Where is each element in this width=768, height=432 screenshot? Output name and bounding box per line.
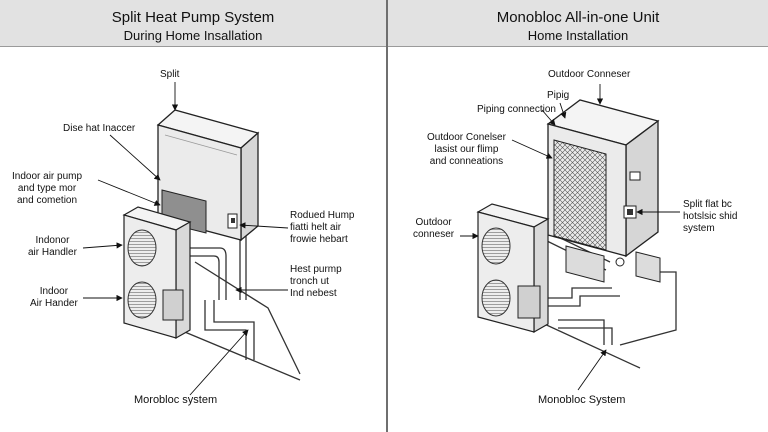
label-heat-pump-line1: Hest purmp <box>290 264 342 275</box>
left-panel-subtitle: During Home Insallation <box>123 28 263 43</box>
label-pipig: Pipig <box>547 90 570 101</box>
label-split-flat-line3: system <box>683 223 715 234</box>
right-pipes <box>539 231 677 369</box>
label-indoor-air-pump-line3: and cometion <box>17 195 78 206</box>
label-indoor-hander-line2: Air Hander <box>30 298 78 309</box>
label-indoor-air-pump-line1: Indoor air pump <box>12 171 83 182</box>
label-outdoor-conneser-top: Outdoor Conneser <box>548 69 631 80</box>
left-panel-title: Split Heat Pump System <box>111 9 275 26</box>
right-panel-header: Monobloc All-in-one Unit Home Installati… <box>388 0 768 47</box>
left-panel-header: Split Heat Pump System During Home Insal… <box>0 0 386 47</box>
label-piping-connection: Piping connection <box>477 104 556 115</box>
label-indonor-line1: Indonor <box>35 235 70 246</box>
label-indoor-air-hander: Indoor Air Hander <box>30 286 78 310</box>
right-pipe-junction <box>565 245 661 283</box>
label-indonor-line2: air Handler <box>28 247 77 258</box>
right-bottom-caption: Monobloc System <box>538 394 626 406</box>
left-leader-lines <box>82 82 289 396</box>
label-split-flat: Split flat bc hotslsic shid system <box>683 199 737 235</box>
label-outdoor-conelser-line2: lasist our flimp <box>434 144 499 155</box>
label-outdoor-conneser-left-line2: conneser <box>413 229 455 240</box>
right-outdoor-unit <box>546 99 660 258</box>
label-indoor-hander-line1: Indoor <box>39 286 69 297</box>
label-outdoor-conelser-line3: and conneations <box>429 156 504 167</box>
label-outdoor-conelser: Outdoor Conelser lasist our flimp and co… <box>427 132 506 168</box>
label-indoor-air-pump-line2: and type mor <box>17 183 77 194</box>
right-leader-lines <box>460 84 680 391</box>
left-outdoor-unit <box>156 109 260 242</box>
left-bottom-caption: Morobloc system <box>134 394 218 406</box>
label-split: Split <box>160 69 180 80</box>
label-outdoor-conelser-line1: Outdoor Conelser <box>427 132 506 143</box>
panel-divider <box>386 0 388 432</box>
label-split-flat-line2: hotslsic shid <box>683 211 738 222</box>
label-heat-pump-line3: Ind nebest <box>290 288 337 299</box>
label-outdoor-conneser-left: Outdoor conneser <box>413 217 454 241</box>
right-panel-title: Monobloc All-in-one Unit <box>496 9 660 26</box>
label-indonor-air-handler: Indonor air Handler <box>28 235 77 259</box>
right-panel-subtitle: Home Installation <box>527 28 629 43</box>
label-rodued-hump-line1: Rodued Hump <box>290 210 355 221</box>
label-outdoor-conneser-left-line1: Outdoor <box>415 217 452 228</box>
label-rodued-hump-line2: fiatti helt air <box>290 222 342 233</box>
label-split-flat-line1: Split flat bc <box>683 199 732 210</box>
left-indoor-unit <box>122 206 192 340</box>
label-rodued-hump-line3: frowie hebart <box>290 234 348 245</box>
label-dise-hat-inaccer: Dise hat Inaccer <box>63 123 136 134</box>
label-indoor-air-pump: Indoor air pump and type mor and cometio… <box>12 171 82 207</box>
label-heat-pump-tronch: Hest purmp tronch ut Ind nebest <box>290 264 342 300</box>
label-heat-pump-line2: tronch ut <box>290 276 329 287</box>
right-indoor-unit <box>476 203 550 334</box>
left-pipes <box>179 225 301 381</box>
label-rodued-hump: Rodued Hump fiatti helt air frowie hebar… <box>290 210 354 246</box>
